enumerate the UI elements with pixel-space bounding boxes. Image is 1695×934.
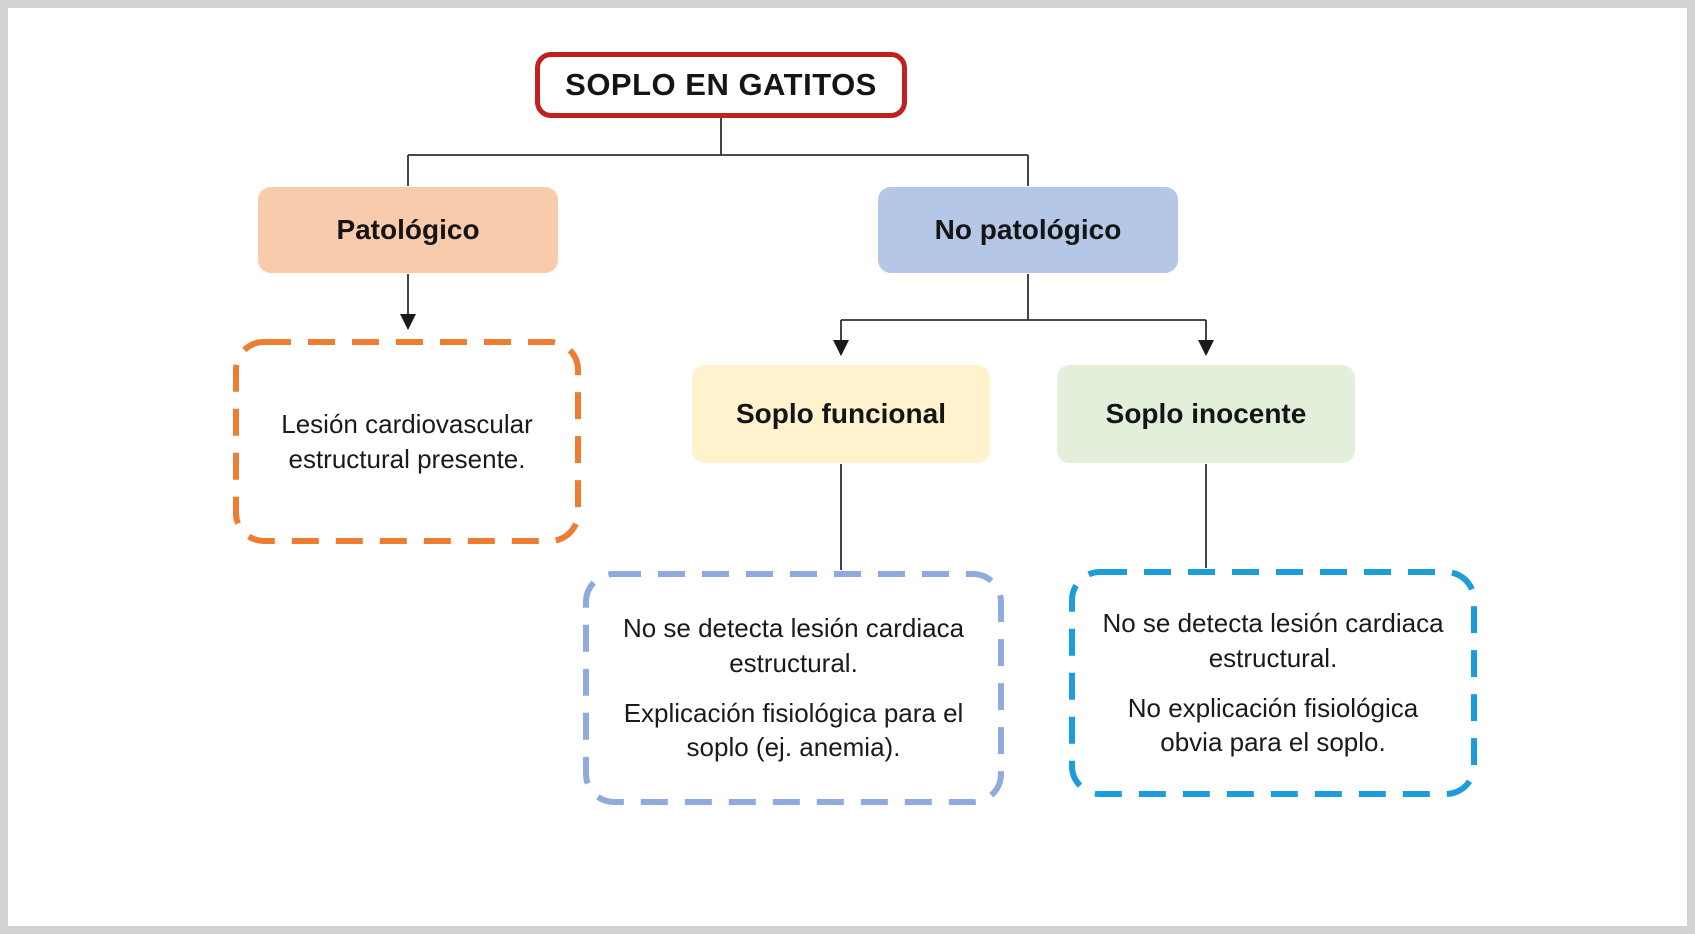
branch-node-soplo-funcional: Soplo funcional bbox=[692, 365, 990, 463]
outcome-text-line-1: No se detecta lesión cardiaca estructura… bbox=[1102, 608, 1444, 673]
outcome-box-patologico: Lesión cardiovascular estructural presen… bbox=[232, 338, 582, 545]
outcome-text-line-2: No explicación fisiológica obvia para el… bbox=[1127, 693, 1419, 758]
root-node-soplo-en-gatitos: SOPLO EN GATITOS bbox=[535, 52, 907, 118]
branch-node-label: Patológico bbox=[336, 214, 480, 245]
branch-node-no-patologico: No patológico bbox=[878, 187, 1178, 273]
outcome-patologico-dashed-border bbox=[233, 339, 581, 544]
branch-node-label: Soplo funcional bbox=[736, 398, 946, 429]
outcome-text-line-2: Explicación fisiológica para el soplo (e… bbox=[623, 698, 964, 763]
branch-node-patologico: Patológico bbox=[258, 187, 558, 273]
outcome-text: Lesión cardiovascular estructural presen… bbox=[281, 409, 533, 474]
outcome-box-inocente: No se detecta lesión cardiaca estructura… bbox=[1068, 568, 1478, 798]
root-node-label: SOPLO EN GATITOS bbox=[565, 67, 877, 102]
branch-node-label: No patológico bbox=[934, 214, 1122, 245]
outcome-text-line-1: No se detecta lesión cardiaca estructura… bbox=[622, 613, 965, 678]
outcome-inocente-dashed-border bbox=[1069, 569, 1477, 797]
branch-node-soplo-inocente: Soplo inocente bbox=[1057, 365, 1355, 463]
branch-node-label: Soplo inocente bbox=[1105, 398, 1307, 429]
connector-lines bbox=[399, 118, 1215, 570]
outcome-funcional-dashed-border bbox=[583, 571, 1004, 805]
outcome-box-funcional: No se detecta lesión cardiaca estructura… bbox=[582, 570, 1005, 806]
